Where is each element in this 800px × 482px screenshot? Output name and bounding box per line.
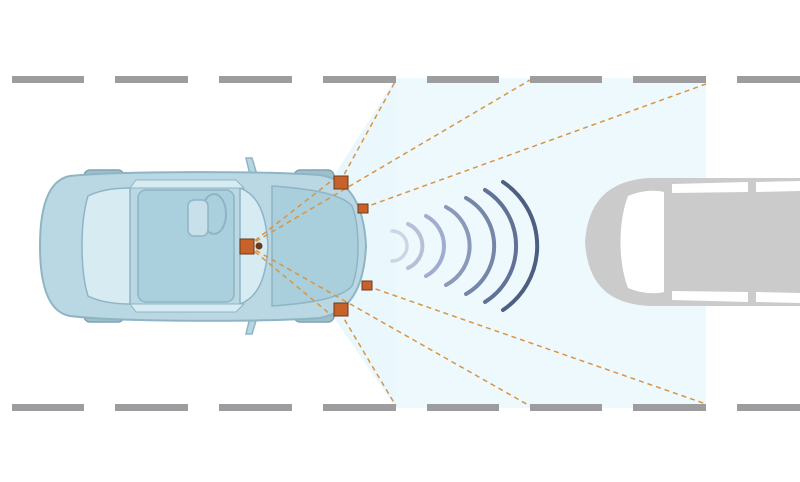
sensor-ray: [339, 79, 397, 183]
vehicle-ahead-body: [585, 178, 800, 306]
lane-dash: [737, 404, 800, 411]
vehicle-ahead-icon: [585, 178, 800, 306]
vehicle-ahead-side-window-bottom: [672, 291, 748, 302]
vehicle-ahead-windshield: [620, 190, 664, 294]
radar-wave: [501, 180, 540, 312]
lane-dash: [219, 404, 292, 411]
sensor-icon: [361, 280, 373, 291]
sensor-rays: [247, 79, 707, 407]
sensor-ray: [362, 83, 707, 209]
ego-car-icon: [38, 157, 368, 335]
vehicle-ahead-side-window-bottom-rear: [756, 292, 800, 303]
lane-dash: [427, 404, 499, 411]
radar-wave: [390, 229, 409, 263]
vehicle-ahead-side-window-top-rear: [756, 181, 800, 192]
lane-dash: [633, 76, 706, 83]
ego-rear-window: [81, 187, 131, 305]
lane-dash: [115, 76, 188, 83]
radar-wave: [464, 196, 497, 296]
ego-side-window-bottom: [129, 303, 246, 313]
sensor-icon: [357, 203, 369, 214]
radar-wave: [424, 214, 446, 278]
radar-wave-icon: [390, 180, 540, 312]
radar-wave: [483, 188, 519, 304]
sensor-icon: [333, 175, 349, 190]
lane-dash: [530, 404, 602, 411]
lane-marking-bottom: [12, 404, 800, 411]
vehicle-ahead-side-window-top: [672, 182, 748, 193]
sensor-icon: [333, 302, 349, 317]
lane-dash: [323, 76, 396, 83]
lane-dash: [12, 404, 84, 411]
ego-hood: [271, 185, 359, 307]
lane-dash: [633, 404, 706, 411]
sensor-icon: [239, 238, 255, 255]
sensor-ray: [247, 245, 531, 407]
sensor-ray: [366, 285, 707, 405]
lane-dash: [115, 404, 188, 411]
ego-driver-seat: [187, 199, 209, 237]
lane-dash: [530, 76, 602, 83]
lane-dash: [219, 76, 292, 83]
lane-dash: [323, 404, 396, 411]
lane-marking-top: [12, 76, 800, 83]
sensor-ray: [339, 311, 397, 407]
lane-dash: [427, 76, 499, 83]
sensor-ray: [247, 79, 531, 247]
lane-dash: [12, 76, 84, 83]
ego-side-window-top: [129, 179, 246, 189]
radar-wave: [406, 222, 425, 270]
ego-roof: [137, 189, 235, 303]
lane-dash: [737, 76, 800, 83]
sensors: [239, 175, 373, 317]
radar-wave: [444, 205, 472, 287]
camera-lens-icon: [255, 242, 263, 250]
